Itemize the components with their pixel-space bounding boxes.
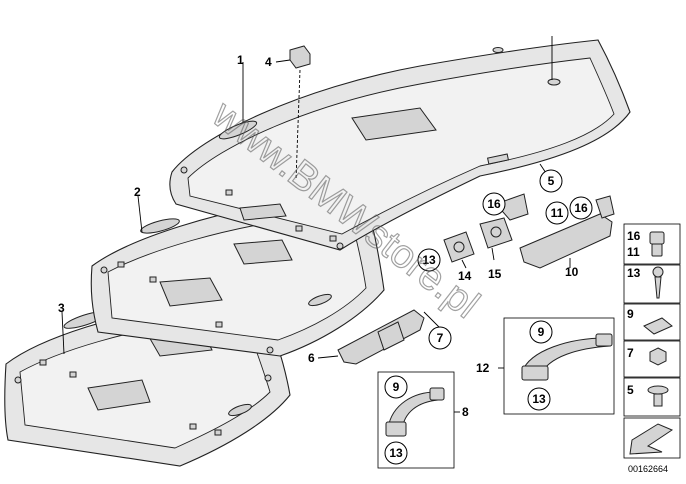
part-14-clip xyxy=(443,231,475,263)
box-12 xyxy=(503,317,615,415)
label-14: 14 xyxy=(458,269,472,283)
legend-fastener-16-11 xyxy=(649,231,665,257)
callout-9-box12: 9 xyxy=(538,325,545,339)
part-12-handle xyxy=(521,333,613,381)
legend-label-16: 16 xyxy=(627,229,641,243)
callout-7: 7 xyxy=(437,331,444,345)
part-6-rail xyxy=(337,309,425,365)
legend-clip-7 xyxy=(649,347,667,366)
label-15: 15 xyxy=(488,267,502,281)
legend-box-7 xyxy=(623,340,681,378)
callout-5: 5 xyxy=(548,174,555,188)
legend-box-13 xyxy=(623,264,681,304)
callout-13-mid: 13 xyxy=(422,253,436,267)
label-10: 10 xyxy=(565,265,579,279)
label-12: 12 xyxy=(476,361,490,375)
legend-clip-5 xyxy=(647,385,669,407)
callout-13-box12: 13 xyxy=(532,392,546,406)
legend-label-7: 7 xyxy=(627,346,634,360)
headliner-1 xyxy=(169,39,631,251)
label-8: 8 xyxy=(462,405,469,419)
callout-16-right: 16 xyxy=(574,201,588,215)
part-15-clip xyxy=(479,193,529,249)
image-code: 00162664 xyxy=(628,464,668,474)
part-10-bracket xyxy=(519,195,615,269)
label-1: 1 xyxy=(237,53,244,67)
label-3: 3 xyxy=(58,301,65,315)
legend-screw-13 xyxy=(652,266,664,299)
legend-label-13: 13 xyxy=(627,266,641,280)
label-2: 2 xyxy=(134,185,141,199)
legend-pad-9 xyxy=(643,317,673,335)
callout-11: 11 xyxy=(551,206,564,220)
legend-label-9: 9 xyxy=(627,307,634,321)
callout-13-box8: 13 xyxy=(389,446,403,460)
callout-9-box8: 9 xyxy=(393,380,400,394)
label-4: 4 xyxy=(265,55,272,69)
label-6: 6 xyxy=(308,351,315,365)
legend-arrow-icon xyxy=(629,423,674,455)
legend-label-11: 11 xyxy=(627,245,640,259)
part-8-handle xyxy=(385,387,445,437)
callout-16-mid: 16 xyxy=(487,197,501,211)
legend-box-5 xyxy=(623,377,681,417)
legend-label-5: 5 xyxy=(627,383,634,397)
